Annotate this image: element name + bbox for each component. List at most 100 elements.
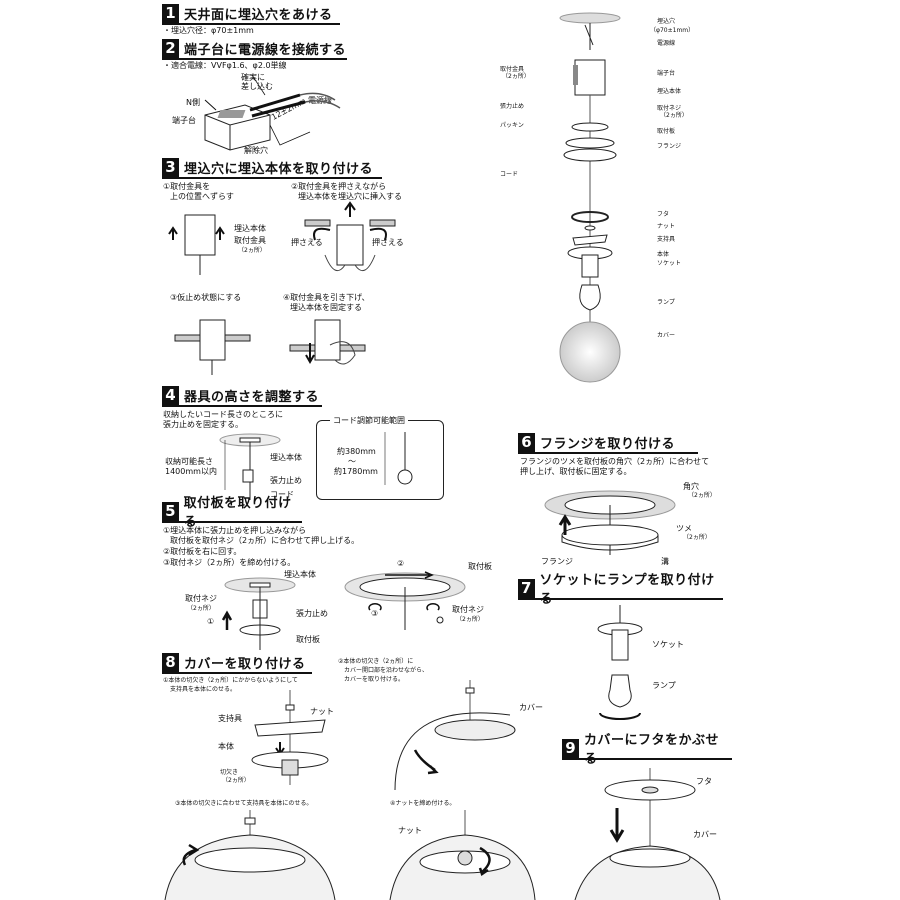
label-square-hole: 角穴: [683, 482, 699, 491]
section-5-header: 5 取付板を取り付ける: [162, 496, 302, 530]
section-number: 3: [162, 157, 179, 177]
s6-desc-1: フランジのツメを取付板の角穴（2ヵ所）に合わせて: [520, 457, 710, 466]
mark-3-left: ③: [371, 609, 379, 618]
label-nut-8: ナット: [310, 707, 334, 716]
step-4-line-1: ④取付金具を引き下げ、: [283, 293, 370, 302]
cord-range-illustration: [384, 432, 413, 485]
section-1-header: 1 天井面に埋込穴をあける: [162, 3, 340, 25]
label-press-right: 押さえる: [372, 238, 404, 247]
lamp-attach-illustration: [597, 605, 643, 720]
hole-size-note: ・埋込穴径：φ70±1mm: [163, 26, 254, 35]
part-socket: ソケット: [657, 260, 682, 267]
section-9-header: 9 カバーにフタをかぶせる: [562, 733, 732, 767]
section-title: 端子台に電源線を接続する: [184, 42, 347, 58]
part-embed-body: 埋込本体: [657, 88, 682, 95]
label-plate-5b: 取付板: [468, 562, 492, 571]
section-2-header: 2 端子台に電源線を接続する: [162, 38, 347, 60]
section-title: フランジを取り付ける: [540, 436, 676, 452]
s8-desc-2a: ②本体の切欠き（2ヵ所）に: [338, 658, 414, 665]
section-title: カバーにフタをかぶせる: [583, 733, 719, 767]
s8-desc-2c: カバーを取り付ける。: [344, 676, 405, 683]
label-plate-5: 取付板: [296, 635, 320, 644]
label-embed-body-5: 埋込本体: [284, 570, 316, 579]
part-lid: フタ: [657, 211, 670, 218]
label-notch-8-count: （2ヵ所）: [222, 777, 250, 784]
label-insert-2: 差し込む: [241, 82, 273, 91]
label-socket-7: ソケット: [652, 640, 684, 649]
label-n-side: N側: [186, 98, 200, 107]
section-title: 器具の高さを調整する: [184, 389, 320, 405]
section-number: 8: [162, 652, 179, 672]
flange-attach-illustration: [544, 490, 676, 555]
label-bracket-count: （2ヵ所）: [238, 247, 266, 254]
plate-rotate-illustration: [344, 571, 466, 630]
cord-range-min: 約380mm: [337, 447, 376, 456]
part-screw-count: （2ヵ所）: [660, 112, 688, 119]
part-wire: 電源線: [657, 40, 676, 47]
section-number: 4: [162, 385, 179, 405]
section-8-header: 8 カバーを取り付ける: [162, 652, 312, 674]
part-plate: 取付板: [657, 128, 676, 135]
part-bracket: 取付金具: [500, 66, 525, 73]
label-screw-5: 取付ネジ: [185, 594, 217, 603]
s5-desc-4: ③取付ネジ（2ヵ所）を締め付ける。: [163, 558, 296, 567]
step-1-line-2: 上の位置へずらす: [170, 192, 234, 201]
part-tension-stopper: 張力止め: [500, 103, 525, 110]
step-1-line-1: ①取付金具を: [163, 182, 211, 191]
section-number: 1: [162, 3, 179, 23]
label-main-8: 本体: [218, 742, 234, 751]
label-screw-5-count: （2ヵ所）: [187, 605, 215, 612]
label-bracket: 取付金具: [234, 236, 266, 245]
part-main: 本体: [657, 251, 670, 258]
label-flange-6: フランジ: [541, 557, 573, 566]
s6-desc-2: 押し上げ、取付板に固定する。: [520, 467, 632, 476]
s8-desc-4: ④ナットを締め付ける。: [390, 800, 456, 807]
label-embed-body: 埋込本体: [234, 224, 266, 233]
section-title: 埋込穴に埋込本体を取り付ける: [184, 161, 374, 177]
label-embed-body-4: 埋込本体: [270, 453, 302, 462]
label-stopper-5: 張力止め: [296, 609, 328, 618]
part-cord: コード: [500, 171, 519, 178]
label-cord-4: コード: [270, 490, 294, 499]
step-4-illustration: [289, 319, 366, 365]
s8-desc-2b: カバー開口部を沿わせながら、: [344, 667, 429, 674]
label-storable-length: 収納可能長さ: [165, 457, 213, 466]
mark-1: ①: [207, 617, 215, 626]
s8-desc-1a: ①本体の切欠き（2ヵ所）にかからないようにして: [163, 677, 298, 684]
label-support-8: 支持具: [218, 714, 242, 723]
s4-desc-1: 収納したいコード長さのところに: [163, 410, 283, 419]
s8-desc-1b: 支持具を本体にのせる。: [170, 686, 237, 693]
terminal-block-illustration: [204, 74, 341, 151]
label-screw-5b-count: （2ヵ所）: [456, 616, 484, 623]
label-terminal: 端子台: [172, 116, 196, 125]
section-title: 天井面に埋込穴をあける: [184, 7, 333, 23]
label-groove: 溝: [661, 557, 669, 566]
part-hole-size: （φ70±1mm）: [650, 27, 695, 34]
support-align-illustration: [164, 810, 336, 900]
plate-attach-illustration: [221, 577, 296, 650]
s4-desc-2: 張力止めを固定する。: [163, 420, 243, 429]
cord-range-title: コード調節可能範囲: [330, 416, 408, 426]
section-3-header: 3 埋込穴に埋込本体を取り付ける: [162, 157, 382, 179]
cord-range-max: 約1780mm: [334, 467, 378, 476]
wire-note: ・適合電線：VVFφ1.6、φ2.0単線: [163, 61, 287, 70]
cover-attach-illustration: [394, 680, 516, 791]
label-insert: 確実に: [241, 73, 265, 82]
exploded-parts-illustration: [559, 12, 621, 383]
s5-desc-1: ①埋込本体に張力止めを押し込みながら: [163, 526, 307, 535]
section-number: 6: [518, 432, 535, 452]
part-flange: フランジ: [657, 143, 682, 150]
label-storable-max: 1400mm以内: [165, 467, 217, 476]
step-4-line-2: 埋込本体を固定する: [290, 303, 362, 312]
label-tab: ツメ: [676, 524, 692, 533]
section-number: 7: [518, 578, 535, 598]
label-lamp-7: ランプ: [652, 681, 676, 690]
section-title: カバーを取り付ける: [184, 656, 306, 672]
part-support: 支持具: [657, 236, 676, 243]
label-lid-9: フタ: [696, 777, 712, 786]
section-6-header: 6 フランジを取り付ける: [518, 432, 698, 454]
label-notch-8: 切欠き: [220, 769, 239, 776]
section-4-header: 4 器具の高さを調整する: [162, 385, 322, 407]
label-cover-9: カバー: [693, 830, 717, 839]
label-cover-8: カバー: [519, 703, 543, 712]
